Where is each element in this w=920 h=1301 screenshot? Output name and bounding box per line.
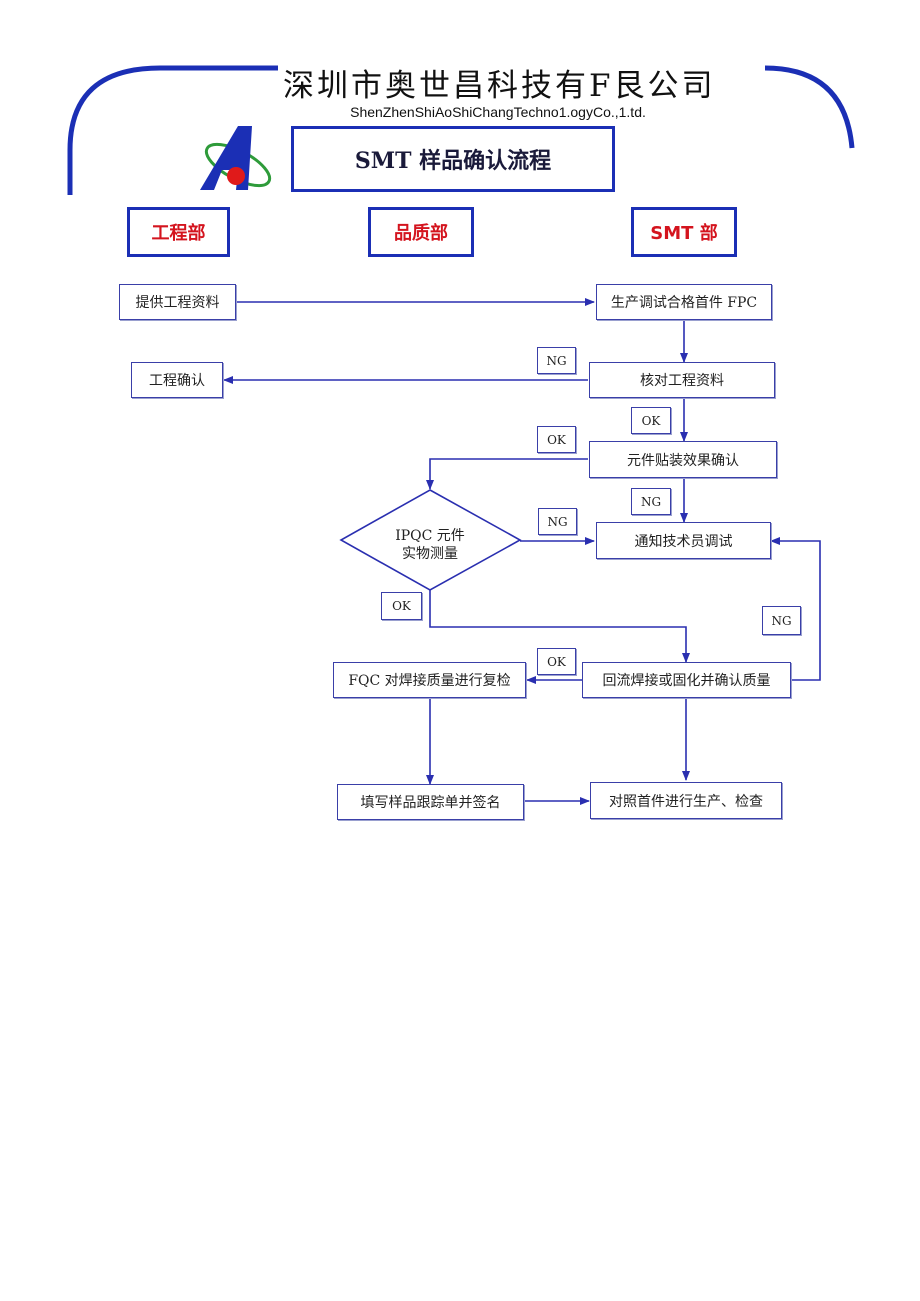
company-logo-icon — [200, 126, 272, 190]
dept-smt: SMT 部 — [631, 207, 737, 257]
right-arc — [764, 65, 855, 149]
tag-ok-check: OK — [631, 407, 671, 434]
node-fqc-recheck: FQC 对焊接质量进行复检 — [333, 662, 526, 698]
ipqc-label-line2: 实物测量 — [402, 546, 458, 562]
dept-engineering: 工程部 — [127, 207, 230, 257]
node-check-eng-data: 核对工程资料 — [589, 362, 775, 398]
arrow-ipqc-to-reflow — [429, 590, 690, 663]
tag-ok-ipqc: OK — [381, 592, 422, 620]
arrow-reflow-to-notify — [770, 537, 821, 681]
tag-ng-placement: NG — [631, 488, 671, 515]
node-first-piece-fpc: 生产调试合格首件 FPC — [596, 284, 772, 320]
node-reflow-confirm: 回流焊接或固化并确认质量 — [582, 662, 791, 698]
node-produce-check: 对照首件进行生产、检查 — [590, 782, 782, 819]
left-arc — [67, 65, 278, 195]
node-fill-record: 填写样品跟踪单并签名 — [337, 784, 524, 820]
tag-ok-reflow: OK — [537, 648, 576, 675]
tag-ok-placement: OK — [537, 426, 576, 453]
dept-quality: 品质部 — [368, 207, 474, 257]
ipqc-decision-diamond — [339, 489, 522, 591]
arrow-placement-to-ipqc — [426, 458, 588, 490]
node-notify-technician: 通知技术员调试 — [596, 522, 771, 559]
tag-ng-check: NG — [537, 347, 576, 374]
company-name-en: ShenZhenShiAoShiChangTechno1.ogyCo.,1.td… — [350, 104, 646, 120]
tag-ng-reflow: NG — [762, 606, 801, 635]
ipqc-decision-label: IPQC 元件 实物测量 — [360, 527, 500, 563]
node-eng-confirm: 工程确认 — [131, 362, 223, 398]
node-provide-eng-data: 提供工程资料 — [119, 284, 236, 320]
ipqc-label-line1: IPQC 元件 — [395, 528, 465, 544]
tag-ng-ipqc: NG — [538, 508, 577, 535]
node-placement-effect: 元件贴装效果确认 — [589, 441, 777, 478]
page-title: SMT 样品确认流程 — [291, 126, 615, 192]
company-name-cn: 深圳市奥世昌科技有F艮公司 — [283, 68, 716, 104]
header-decoration — [67, 65, 855, 195]
